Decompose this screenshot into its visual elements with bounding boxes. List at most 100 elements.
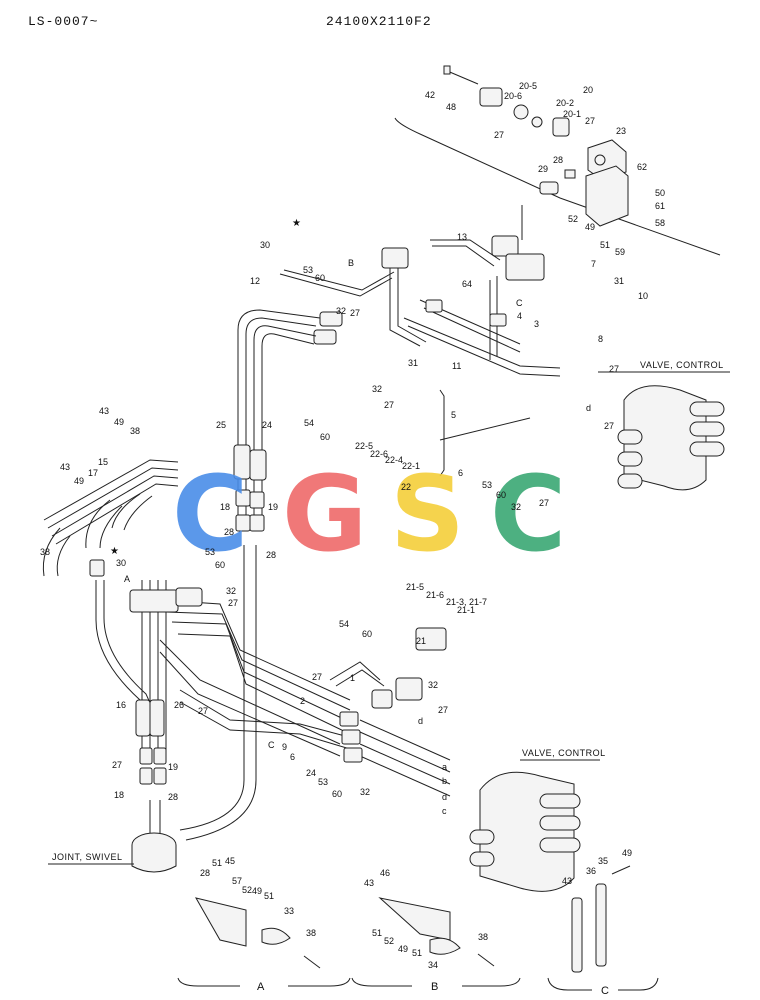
pipe-cluster-middle — [129, 580, 451, 797]
part-number-callout: 18 — [220, 502, 230, 512]
part-number-callout: 20-1 — [563, 109, 581, 119]
part-number-callout: 32 — [428, 680, 438, 690]
hose-pair-vertical — [233, 309, 321, 780]
part-number-callout: 27 — [609, 364, 619, 374]
part-number-callout: 32 — [360, 787, 370, 797]
part-number-callout: 30 — [260, 240, 270, 250]
part-number-callout: 43 — [99, 406, 109, 416]
part-number-callout: 6 — [458, 468, 463, 478]
part-number-callout: 27 — [228, 598, 238, 608]
part-number-callout: 28 — [553, 155, 563, 165]
part-number-callout: 8 — [598, 334, 603, 344]
part-number-callout: 3 — [534, 319, 539, 329]
part-number-callout: 57 — [232, 876, 242, 886]
part-number-callout: 27 — [539, 498, 549, 508]
bracket-5 — [439, 389, 445, 477]
part-number-callout: 61 — [655, 201, 665, 211]
fitting-20-assembly — [443, 65, 570, 137]
watermark-letter-g: G — [282, 453, 367, 575]
part-number-callout: 32 — [336, 306, 346, 316]
part-number-callout: 49 — [622, 848, 632, 858]
part-number-callout: 22 — [401, 482, 411, 492]
part-number-callout: C — [268, 740, 275, 750]
part-number-callout: 36 — [586, 866, 596, 876]
part-number-callout: 27 — [438, 705, 448, 715]
part-number-callout: 43 — [364, 878, 374, 888]
part-number-callout: 11 — [452, 361, 461, 371]
part-number-callout: 35 — [598, 856, 608, 866]
part-number-callout: 58 — [655, 218, 665, 228]
part-number-callout: 49 — [114, 417, 124, 427]
part-number-callout: 21 — [416, 636, 426, 646]
part-number-callout: 17 — [88, 468, 98, 478]
part-number-callout: 13 — [457, 232, 467, 242]
part-number-callout: 53 — [205, 547, 215, 557]
part-number-callout: 16 — [116, 700, 126, 710]
control-valve-upper — [617, 385, 725, 491]
part-number-callout: 33 — [284, 906, 294, 916]
part-number-callout: 49 — [252, 886, 262, 896]
part-number-callout: 31 — [408, 358, 418, 368]
part-number-callout: 27 — [350, 308, 360, 318]
part-number-callout: 53 — [318, 777, 328, 787]
part-number-callout: 20 — [583, 85, 593, 95]
part-number-callout: 29 — [538, 164, 548, 174]
part-number-callout: 10 — [638, 291, 648, 301]
part-number-callout: 54 — [339, 619, 349, 629]
part-number-callout: 28 — [224, 527, 234, 537]
part-number-callout: 49 — [398, 944, 408, 954]
part-number-callout: 42 — [425, 90, 435, 100]
block-23 — [539, 139, 629, 227]
part-number-callout: A — [124, 574, 130, 584]
part-number-callout: 52 — [568, 214, 578, 224]
part-number-callout: 38 — [130, 426, 140, 436]
part-number-callout: 12 — [250, 276, 260, 286]
part-number-callout: 60 — [215, 560, 225, 570]
section-label-b: B — [431, 981, 438, 993]
part-number-callout: 43 — [562, 876, 572, 886]
port-letter-d: d — [442, 792, 447, 802]
star-mark-left: ★ — [110, 546, 119, 557]
part-number-callout: 22-4 — [385, 455, 403, 465]
part-number-callout: 19 — [268, 502, 278, 512]
part-number-callout: 60 — [320, 432, 330, 442]
part-number-callout: 21-6 — [426, 590, 444, 600]
part-number-callout: 27 — [604, 421, 614, 431]
part-number-callout: 27 — [198, 706, 208, 716]
leader-22 — [439, 417, 531, 441]
part-number-callout: d — [586, 403, 591, 413]
port-letter-a: a — [442, 762, 447, 772]
part-number-callout: 30 — [116, 558, 126, 568]
part-number-callout: C — [516, 298, 523, 308]
part-number-callout: 51 — [412, 948, 422, 958]
section-a-bracket — [177, 977, 351, 987]
port-letter-b: b — [442, 776, 447, 786]
part-number-callout: 50 — [655, 188, 665, 198]
part-number-callout: 60 — [496, 490, 506, 500]
part-number-callout: 38 — [478, 932, 488, 942]
port-letter-c: c — [442, 806, 447, 816]
part-number-callout: 20-6 — [504, 91, 522, 101]
part-number-callout: 24 — [306, 768, 316, 778]
watermark-letter-c1: C — [172, 453, 248, 575]
part-number-callout: 28 — [168, 792, 178, 802]
pipe-cluster-top — [279, 235, 561, 377]
part-number-callout: 15 — [98, 457, 108, 467]
part-number-callout: 27 — [494, 130, 504, 140]
part-number-callout: 59 — [615, 247, 625, 257]
part-number-callout: 53 — [482, 480, 492, 490]
part-number-callout: 22-1 — [402, 461, 420, 471]
part-number-callout: 34 — [428, 960, 438, 970]
part-number-callout: 45 — [225, 856, 235, 866]
part-number-callout: 20-5 — [519, 81, 537, 91]
part-number-callout: 28 — [266, 550, 276, 560]
clamp-details — [194, 865, 631, 973]
port-letters-group: a b c d — [442, 762, 447, 816]
section-label-a: A — [257, 981, 265, 993]
part-number-callout: 31 — [614, 276, 624, 286]
part-number-callout: 32 — [511, 502, 521, 512]
part-number-callout: 21-1 — [457, 605, 475, 615]
caption-valve-control-lower: VALVE, CONTROL — [522, 748, 606, 758]
part-number-callout: 18 — [114, 790, 124, 800]
